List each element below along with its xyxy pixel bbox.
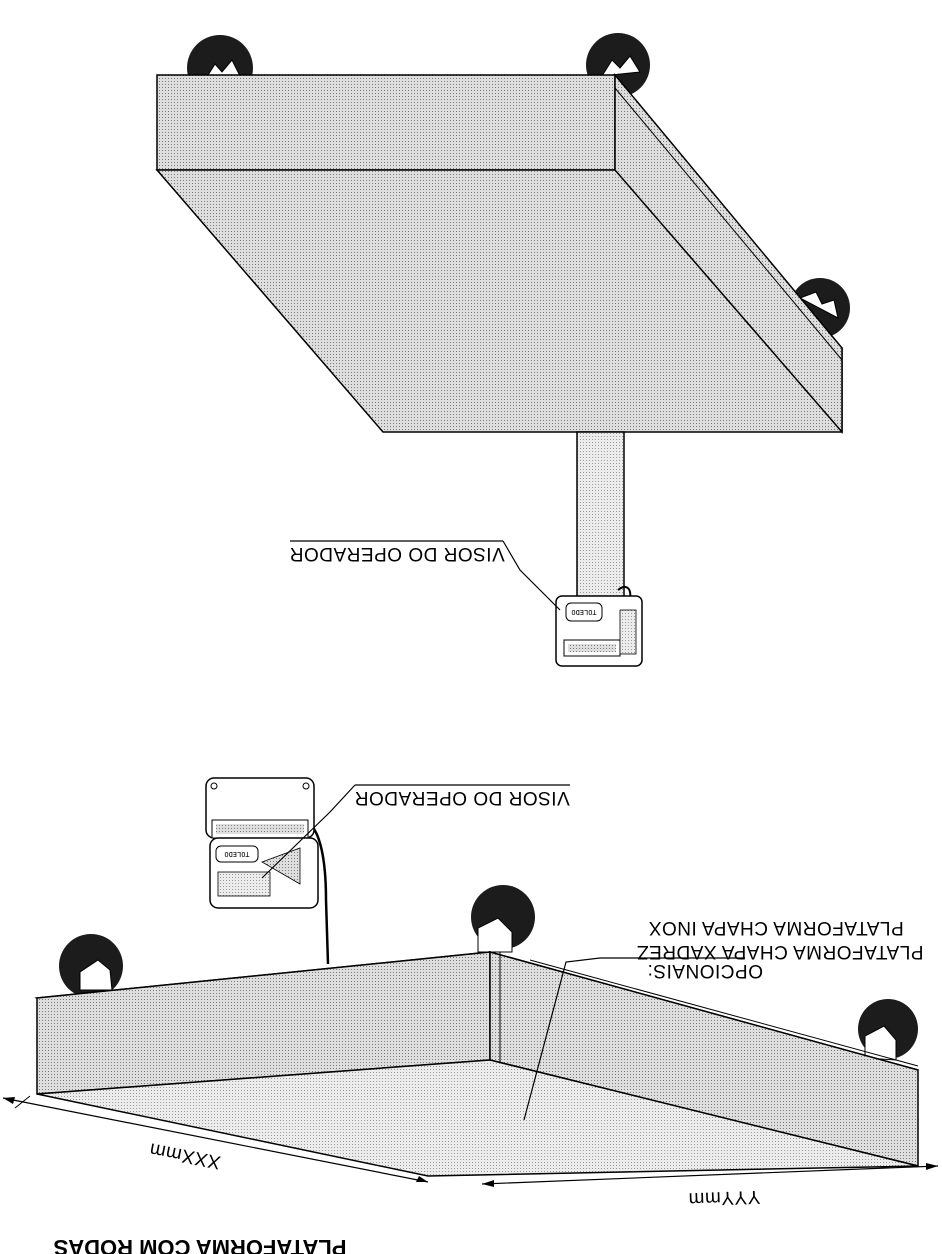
options-leader: [523, 957, 601, 1121]
upper-platform-side: [614, 72, 843, 435]
lower-display-brand: TOLEDO: [224, 850, 249, 858]
upper-column: [576, 431, 625, 601]
lower-display-leader: [261, 784, 356, 879]
dimension-width-label: XXXmm: [148, 1138, 223, 1172]
dimension-yyy: YYYmm: [481, 1163, 939, 1210]
lower-wheel-left: [59, 934, 123, 998]
upper-display-terminal: TOLEDO: [555, 595, 643, 667]
lower-platform-bottom: [36, 1059, 919, 1177]
lower-wheel-right: [858, 999, 918, 1061]
upper-platform-front: [156, 74, 616, 171]
upper-display-leader: [502, 540, 561, 611]
lower-display-terminal: TOLEDO: [205, 777, 319, 909]
figure-title: PLATAFORMA COM RODAS: [54, 1235, 347, 1254]
option-checker-plate: PLATAFORMA CHAPA XADREZ: [636, 941, 923, 962]
upper-platform-figure: TOLEDO VISOR DO OPERADOR: [155, 33, 850, 667]
lower-display-label: VISOR DO OPERADOR: [354, 787, 569, 808]
lower-platform-figure: TOLEDO VISOR DO OPERADOR OPCIONAIS: PLAT…: [2, 777, 939, 1254]
upper-display-label: VISOR DO OPERADOR: [289, 543, 504, 564]
lower-wheel-middle: [471, 885, 535, 953]
upper-display-brand: TOLEDO: [571, 608, 596, 616]
dimension-depth-label: YYYmm: [688, 1186, 761, 1210]
option-stainless-plate: PLATAFORMA CHAPA INOX: [648, 917, 903, 938]
options-heading: OPCIONAIS:: [647, 960, 763, 981]
